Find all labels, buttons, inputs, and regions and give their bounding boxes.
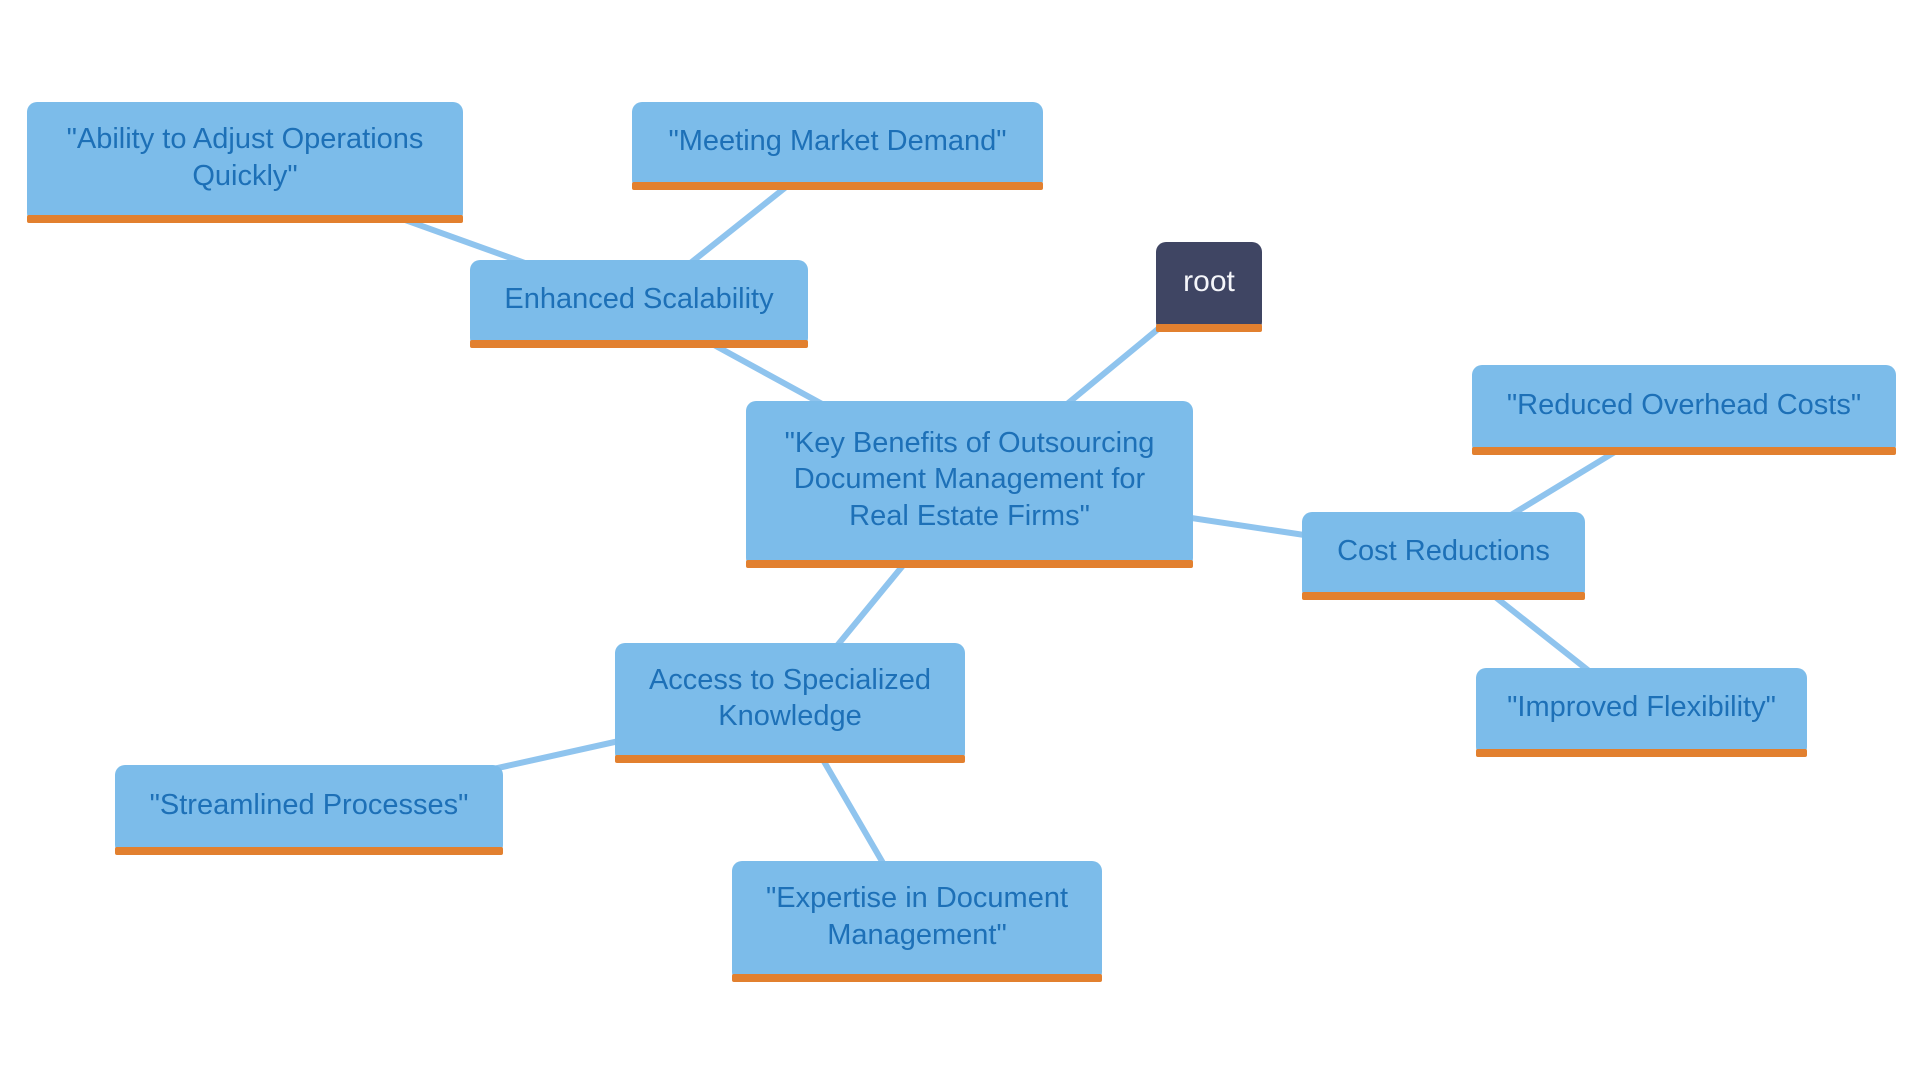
node-reduced-overhead-costs: "Reduced Overhead Costs" — [1472, 365, 1896, 455]
node-label-line: Enhanced Scalability — [504, 282, 774, 315]
node-label-line: "Improved Flexibility" — [1507, 691, 1776, 724]
node-cost-reductions: Cost Reductions — [1302, 512, 1585, 600]
node-streamlined-processes: "Streamlined Processes" — [115, 765, 503, 855]
node-label-line: root — [1183, 265, 1235, 299]
node-label-line: "Reduced Overhead Costs" — [1506, 388, 1862, 421]
node-label-line: Real Estate Firms" — [849, 499, 1090, 532]
node-label-line: Quickly" — [192, 159, 298, 192]
node-key-benefits-central: "Key Benefits of Outsourcing Document Ma… — [746, 401, 1193, 568]
node-label-line: Management" — [827, 918, 1007, 951]
node-improved-flexibility: "Improved Flexibility" — [1476, 668, 1807, 757]
node-label-line: "Streamlined Processes" — [149, 788, 469, 821]
node-enhanced-scalability: Enhanced Scalability — [470, 260, 808, 348]
node-label-line: "Expertise in Document — [765, 882, 1069, 915]
node-expertise-in-document-management: "Expertise in Document Management" — [732, 861, 1102, 982]
node-meeting-market-demand: "Meeting Market Demand" — [632, 102, 1043, 190]
node-ability-to-adjust-operations-quickly: "Ability to Adjust Operations Quickly" — [27, 102, 463, 223]
node-label-line: Document Management for — [793, 463, 1146, 496]
node-label-line: Knowledge — [718, 700, 862, 732]
node-label-line: "Ability to Adjust Operations — [66, 123, 424, 156]
node-label-line: Cost Reductions — [1337, 534, 1550, 567]
node-label-line: "Key Benefits of Outsourcing — [784, 427, 1155, 460]
node-access-to-specialized-knowledge: Access to Specialized Knowledge — [615, 643, 965, 763]
node-label-line: "Meeting Market Demand" — [668, 124, 1007, 157]
node-root: root — [1156, 242, 1262, 332]
node-label-line: Access to Specialized — [648, 663, 932, 696]
